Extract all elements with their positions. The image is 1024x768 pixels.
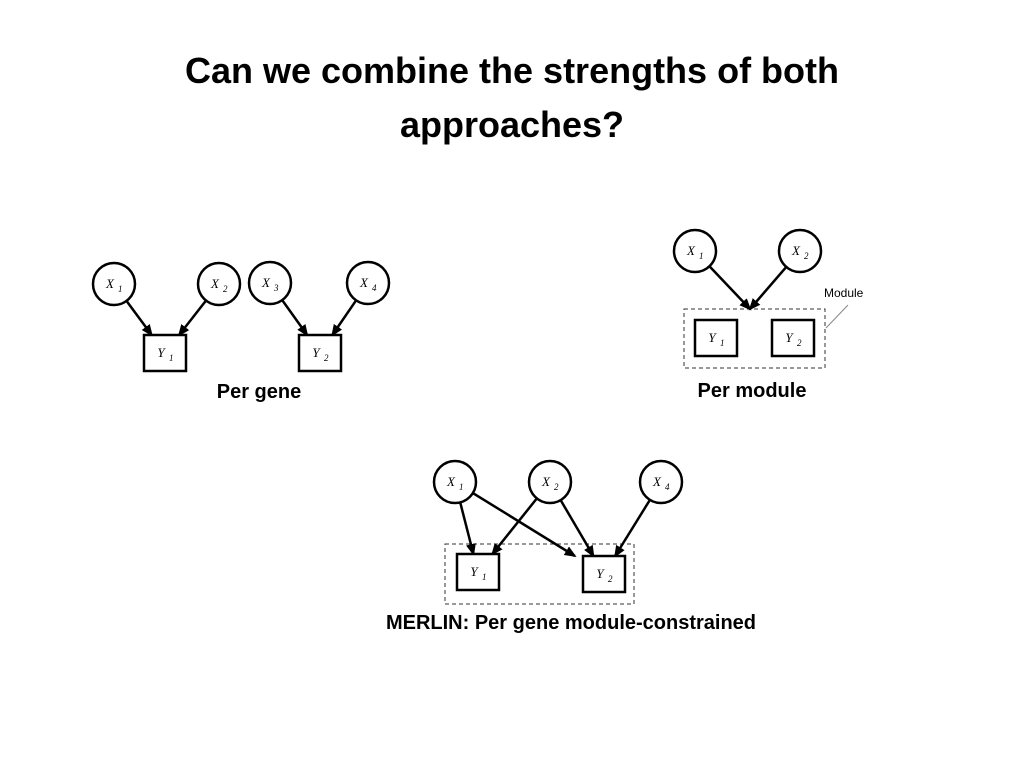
target-square [770, 318, 816, 358]
target-square [142, 333, 188, 373]
node-subscript: 1 [720, 338, 725, 348]
edge-p3x1-p3y2 [472, 491, 577, 558]
regulator-circle [345, 260, 391, 306]
node-subscript: 2 [324, 353, 329, 363]
per-module-edges [708, 265, 788, 311]
module-callout-label: Module [824, 286, 864, 300]
edge-p1x4-p1y2 [331, 299, 358, 337]
node-label: X [359, 275, 369, 290]
edge-p1x3-p1y2 [281, 299, 309, 337]
node-label: X [791, 243, 801, 258]
edge-p1x2-p1y1 [177, 299, 208, 337]
node-subscript: 2 [223, 284, 228, 294]
regulator-circle [432, 459, 478, 505]
per-module-caption: Per module [698, 380, 807, 402]
node-subscript: 1 [482, 572, 487, 582]
edge-p2x1-module [708, 265, 752, 311]
regulator-circle [638, 459, 684, 505]
node-subscript: 2 [608, 574, 613, 584]
regulator-circle [91, 261, 137, 307]
node-label: Y [785, 330, 794, 345]
node-subscript: 4 [665, 482, 670, 492]
node-subscript: 2 [554, 482, 559, 492]
merlin-edges [458, 491, 652, 558]
node-subscript: 2 [797, 338, 802, 348]
regulator-circle [247, 260, 293, 306]
edge-p3x1-p3y1 [458, 502, 476, 556]
edge-p3x2-p3y1 [491, 497, 538, 556]
target-square [693, 318, 739, 358]
node-label: X [541, 474, 551, 489]
merlin-caption: MERLIN: Per gene module-constrained [386, 612, 756, 634]
slide-title: Can we combine the strengths of both app… [184, 50, 840, 145]
edge-p2x2-module [748, 266, 788, 311]
edge-p1x1-p1y1 [125, 300, 153, 337]
node-subscript: 1 [699, 251, 704, 261]
node-label: X [686, 243, 696, 258]
node-label: X [210, 276, 220, 291]
node-subscript: 3 [273, 283, 279, 293]
regulator-circle [777, 228, 823, 274]
node-subscript: 4 [372, 283, 377, 293]
target-square [581, 554, 627, 594]
node-label: X [652, 474, 662, 489]
node-label: Y [312, 345, 321, 360]
target-square [297, 333, 343, 373]
node-label: Y [470, 564, 479, 579]
node-subscript: 2 [804, 251, 809, 261]
edge-p3x2-p3y2 [559, 499, 595, 558]
module-callout-line [825, 304, 849, 329]
node-label: X [105, 276, 115, 291]
node-subscript: 1 [459, 482, 464, 492]
node-label: X [261, 275, 271, 290]
edge-p3x4-p3y2 [614, 499, 652, 558]
node-label: Y [157, 345, 166, 360]
per-gene-caption: Per gene [217, 381, 301, 403]
node-subscript: 1 [169, 353, 174, 363]
node-subscript: 1 [118, 284, 123, 294]
target-square [455, 552, 501, 592]
node-label: X [446, 474, 456, 489]
regulator-circle [672, 228, 718, 274]
regulator-circle [196, 261, 242, 307]
merlin-module-box [444, 543, 635, 605]
regulator-circle [527, 459, 573, 505]
node-label: Y [596, 566, 605, 581]
node-label: Y [708, 330, 717, 345]
per-gene-edges [125, 299, 358, 337]
